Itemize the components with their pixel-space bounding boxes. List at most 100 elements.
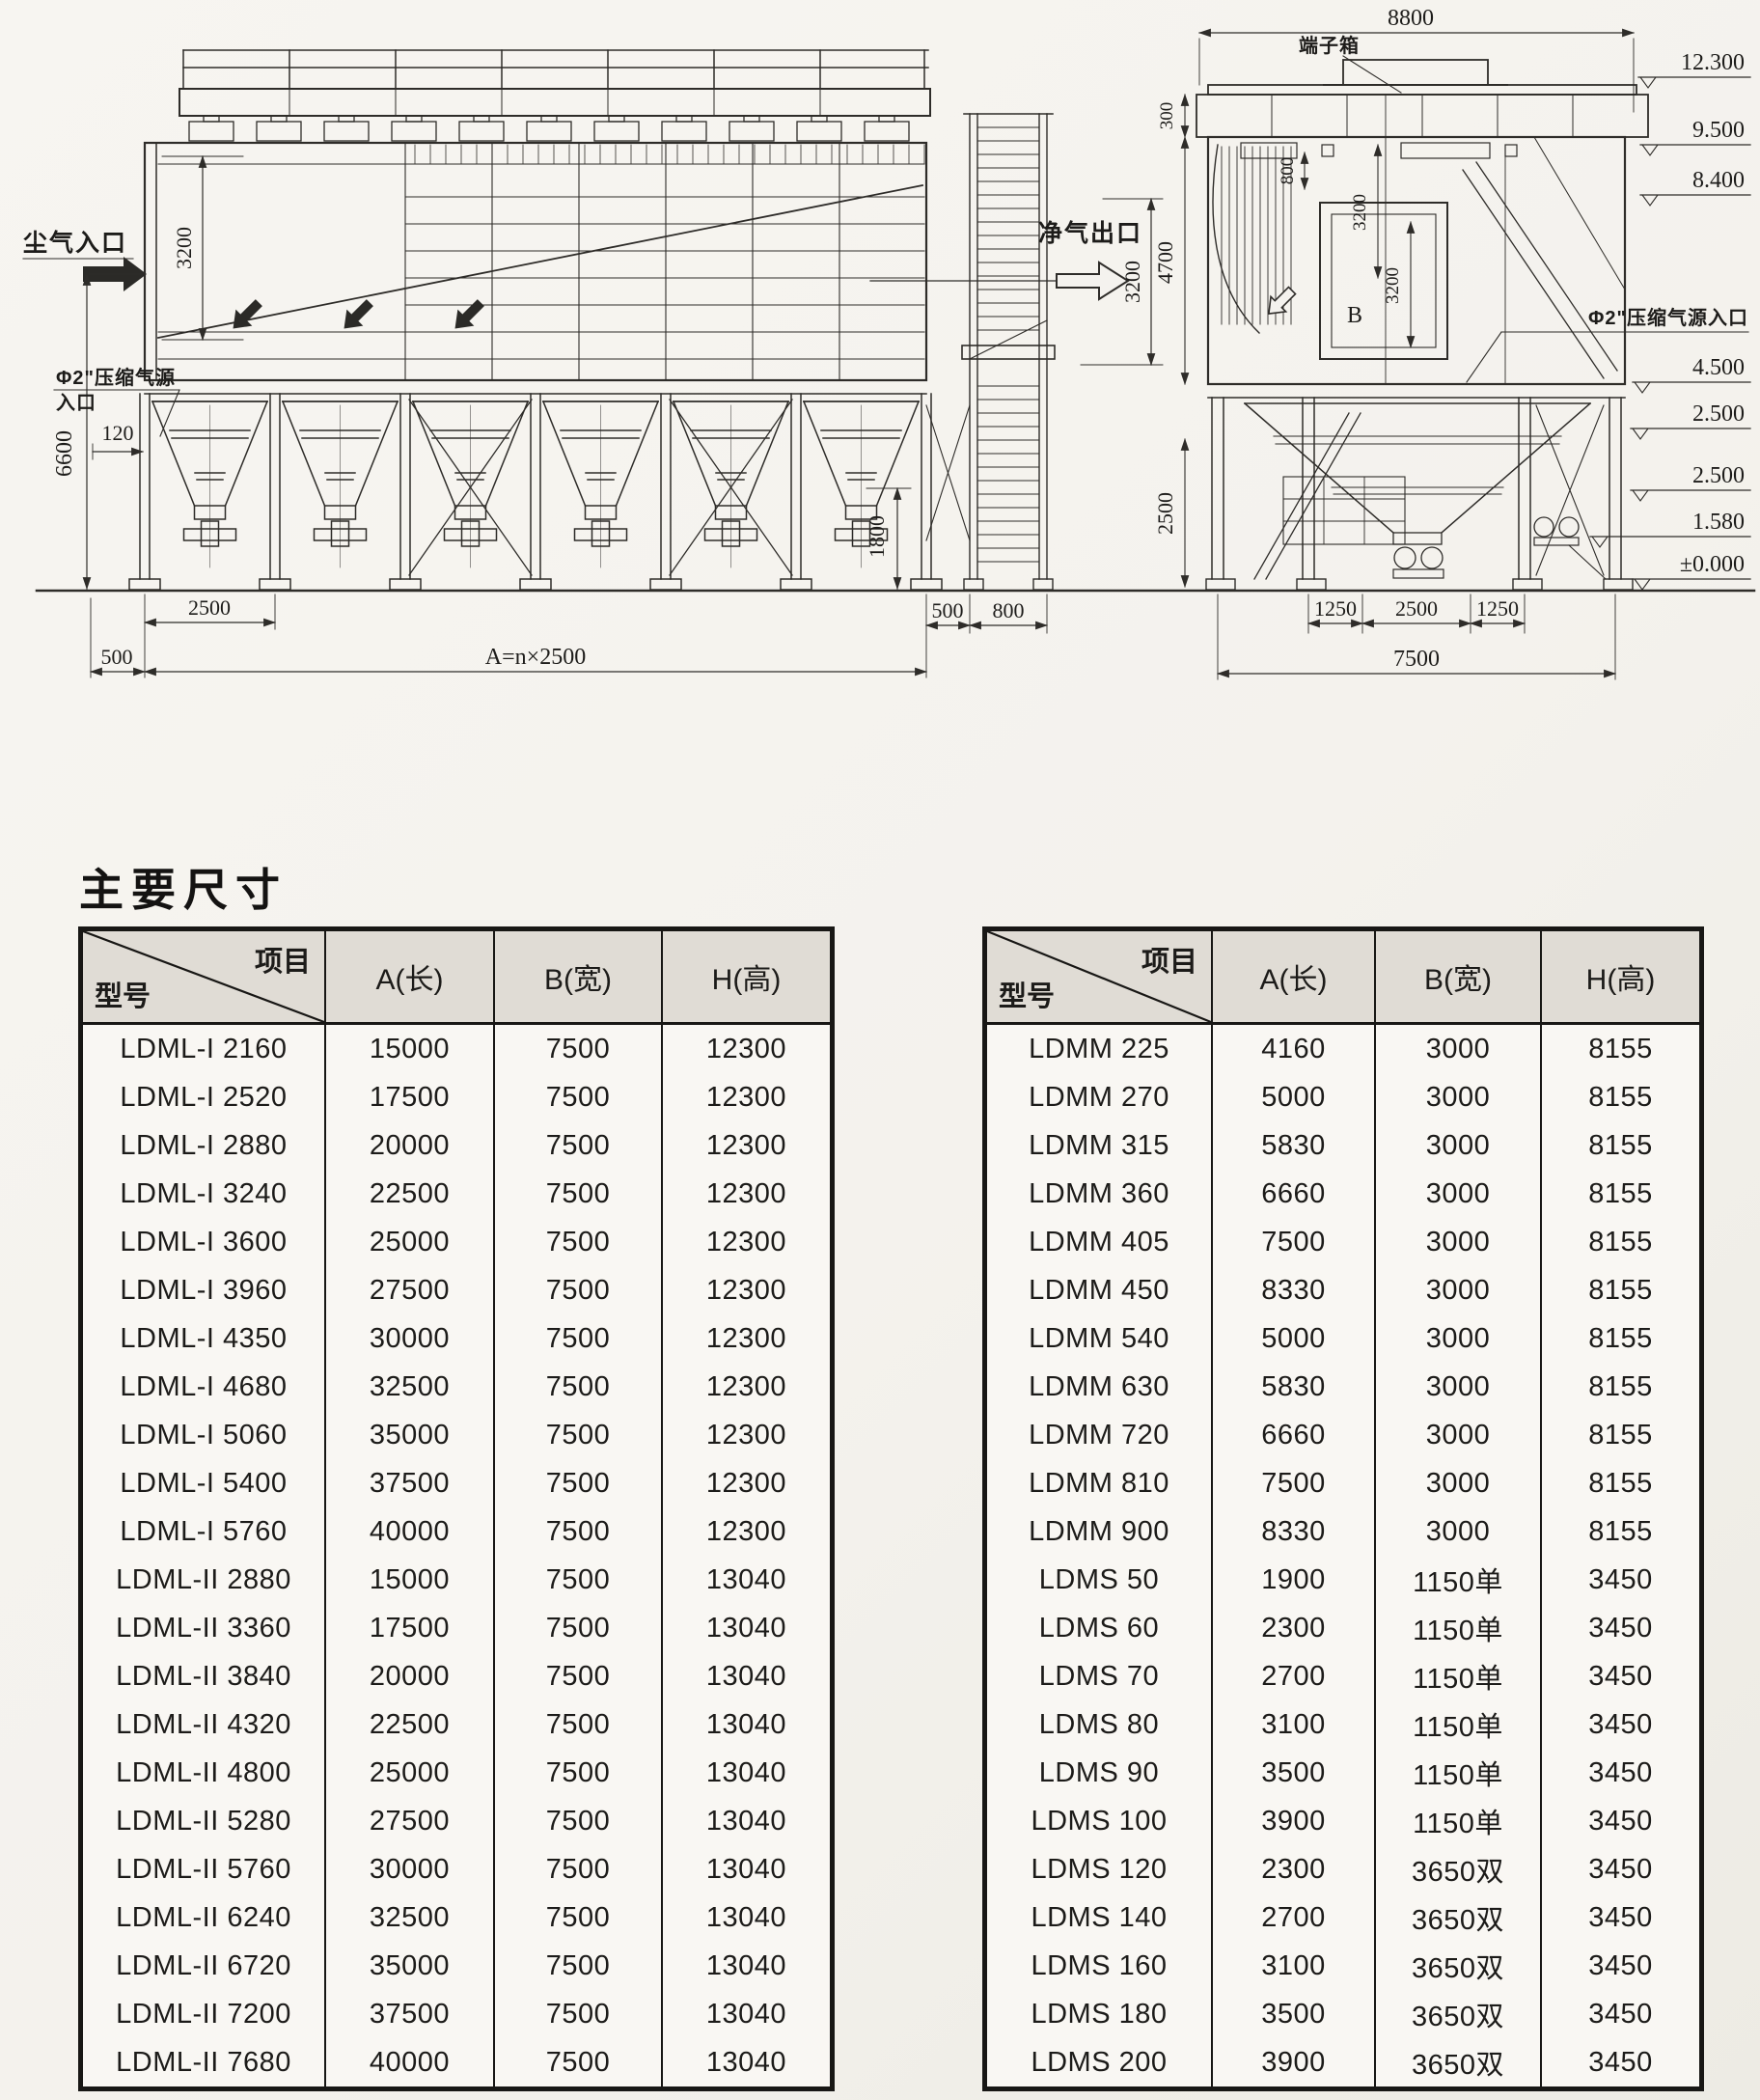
dimension-cell: 5830 bbox=[1211, 1363, 1375, 1411]
model-cell: LDML-II 2880 bbox=[116, 1563, 291, 1595]
model-cell: LDMM 900 bbox=[1029, 1515, 1169, 1547]
model-cell: LDML-II 5280 bbox=[116, 1805, 291, 1837]
dimension-cell: 5000 bbox=[1211, 1314, 1375, 1363]
dimension-cell: 3450 bbox=[1540, 2038, 1699, 2086]
dimension-cell: 40000 bbox=[324, 1507, 494, 1556]
dimension-cell: 3450 bbox=[1540, 1556, 1699, 1604]
elevation-label: 2.500 bbox=[1692, 463, 1745, 488]
compressed-air-note-side: Φ2"压缩气源入口 bbox=[1466, 306, 1749, 383]
model-cell: LDMS 140 bbox=[1031, 1901, 1168, 1933]
side-hopper bbox=[1243, 401, 1607, 580]
dim-8800: 8800 bbox=[1197, 6, 1636, 113]
stair-tower bbox=[925, 113, 1056, 591]
model-cell: LDMS 180 bbox=[1031, 1998, 1168, 2030]
dimension-cell: 7500 bbox=[493, 1170, 662, 1218]
front-elevation-view: 尘气入口 3200 bbox=[22, 49, 1164, 678]
dimension-cell: 25000 bbox=[324, 1749, 494, 1797]
access-door: B bbox=[1319, 202, 1448, 360]
dimension-cell: 12300 bbox=[661, 1266, 830, 1314]
dimension-cell: 8155 bbox=[1540, 1314, 1699, 1363]
dimension-cell: 32500 bbox=[324, 1893, 494, 1942]
elevation-mark: 2.500 bbox=[1630, 463, 1751, 502]
dimension-cell: 27500 bbox=[324, 1797, 494, 1845]
roof-walkway bbox=[179, 49, 931, 117]
model-cell: LDMS 70 bbox=[1038, 1660, 1160, 1692]
dim-label: 300 bbox=[1157, 102, 1177, 130]
dimension-cell: 22500 bbox=[324, 1170, 494, 1218]
model-cell: LDML-II 4320 bbox=[116, 1708, 291, 1740]
dimension-cell: 37500 bbox=[324, 1990, 494, 2038]
dimension-cell: 12300 bbox=[661, 1073, 830, 1121]
dimension-cell: 7500 bbox=[1211, 1218, 1375, 1266]
dimension-cell: 20000 bbox=[324, 1652, 494, 1700]
dim-800-side: 800 bbox=[1278, 151, 1309, 191]
dim-label: 3200 bbox=[1383, 267, 1403, 304]
dimension-cell: 3100 bbox=[1211, 1700, 1375, 1749]
model-cell: LDML-I 3960 bbox=[120, 1274, 288, 1306]
dim-6600: 6600 bbox=[52, 272, 144, 591]
dimension-cell: 40000 bbox=[324, 2038, 494, 2086]
dim-label: A=n×2500 bbox=[485, 645, 586, 670]
dimension-cell: 8155 bbox=[1540, 1266, 1699, 1314]
dimension-cell: 3100 bbox=[1211, 1942, 1375, 1990]
flow-arrow-icon bbox=[233, 299, 262, 329]
dimension-cell: 7500 bbox=[493, 2038, 662, 2086]
dimension-cell: 13040 bbox=[661, 1990, 830, 2038]
clean-gas-outlet-arrow-icon bbox=[1056, 261, 1130, 301]
dimension-cell: 12300 bbox=[661, 1314, 830, 1363]
dimension-cell: 7500 bbox=[493, 1073, 662, 1121]
model-cell: LDMM 315 bbox=[1029, 1129, 1169, 1161]
dimension-cell: 7500 bbox=[493, 1845, 662, 1893]
model-cell: LDMM 225 bbox=[1029, 1033, 1169, 1064]
dim-label: 4700 bbox=[1153, 241, 1177, 284]
dimension-cell: 7500 bbox=[1211, 1459, 1375, 1507]
column-header: A(长) bbox=[324, 931, 494, 1025]
dimension-cell: 13040 bbox=[661, 1845, 830, 1893]
dimension-cell: 13040 bbox=[661, 1893, 830, 1942]
dim-120: 120 bbox=[92, 421, 145, 460]
dimension-cell: 12300 bbox=[661, 1411, 830, 1459]
dimension-cell: 7500 bbox=[493, 1604, 662, 1652]
dimension-cell: 7500 bbox=[493, 1459, 662, 1507]
dimension-cell: 13040 bbox=[661, 1797, 830, 1845]
column-header: B(宽) bbox=[1374, 931, 1541, 1025]
header-row: 项目 型号 A(长) B(宽) H(高) bbox=[83, 931, 830, 1025]
dimension-cell: 8155 bbox=[1540, 1507, 1699, 1556]
dimension-cell: 20000 bbox=[324, 1121, 494, 1170]
dimension-cell: 12300 bbox=[661, 1459, 830, 1507]
dimension-cell: 3450 bbox=[1540, 1990, 1699, 2038]
dimension-cell: 7500 bbox=[493, 1314, 662, 1363]
model-cell: LDMS 120 bbox=[1031, 1853, 1168, 1885]
dimension-cell: 3000 bbox=[1374, 1363, 1541, 1411]
model-cell: LDMM 270 bbox=[1029, 1081, 1169, 1113]
dimension-cell: 12300 bbox=[661, 1218, 830, 1266]
air-source-label: Φ2"压缩气源 bbox=[56, 366, 176, 389]
dimension-cell: 27500 bbox=[324, 1266, 494, 1314]
corner-item-label: 项目 bbox=[1141, 947, 1197, 978]
dimension-cell: 7500 bbox=[493, 1363, 662, 1411]
dimension-cell: 3500 bbox=[1211, 1749, 1375, 1797]
dimension-cell: 1150单 bbox=[1374, 1556, 1541, 1604]
dimension-cell: 13040 bbox=[661, 1942, 830, 1990]
dimension-cell: 7500 bbox=[493, 1942, 662, 1990]
side-casing bbox=[1206, 94, 1627, 386]
dimension-cell: 7500 bbox=[493, 1121, 662, 1170]
elevation-mark: 1.580 bbox=[1589, 510, 1751, 548]
model-cell: LDML-II 6720 bbox=[116, 1949, 291, 1981]
corner-model-label: 型号 bbox=[999, 981, 1056, 1012]
